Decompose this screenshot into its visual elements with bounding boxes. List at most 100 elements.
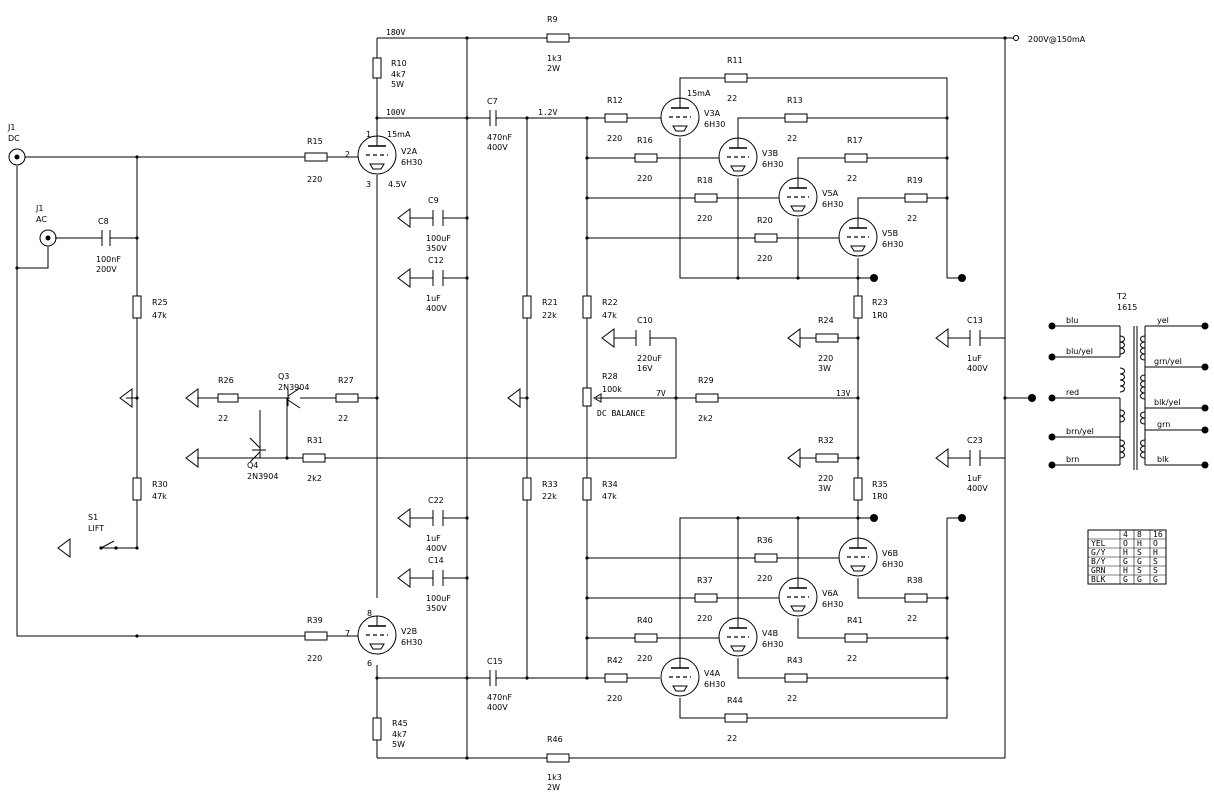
r32-value: 220 xyxy=(818,474,833,483)
r11-ref: R11 xyxy=(727,56,743,65)
tap-cell: S xyxy=(1153,557,1158,566)
r21-ref: R21 xyxy=(542,298,558,307)
c10-ref: C10 xyxy=(637,316,653,325)
c7-value: 470nF xyxy=(487,133,512,142)
r39-value: 220 xyxy=(307,654,322,663)
r30-ref: R30 xyxy=(152,480,168,489)
v2a-cathode-voltage: 4.5V xyxy=(388,180,407,189)
v4a-type: 6H30 xyxy=(704,680,725,689)
c14-value: 100uF xyxy=(426,594,451,603)
r9-value: 1k3 xyxy=(547,54,562,63)
tap-cell: G xyxy=(1137,575,1142,584)
v4b-type: 6H30 xyxy=(762,640,783,649)
r35-value: 1R0 xyxy=(872,492,888,501)
v2a-current: 15mA xyxy=(387,130,411,139)
r29-value: 2k2 xyxy=(698,414,713,423)
c9-ref: C9 xyxy=(428,196,439,205)
r11-value: 22 xyxy=(727,94,737,103)
r31-value: 2k2 xyxy=(307,474,322,483)
grid-1v2: 1.2V xyxy=(538,108,557,117)
c14-ref: C14 xyxy=(428,556,444,565)
v5b-type: 6H30 xyxy=(882,240,903,249)
t2-lead-red: red xyxy=(1066,388,1079,397)
q3-ref: Q3 xyxy=(278,372,289,381)
r38-ref: R38 xyxy=(907,576,923,585)
tubes: V2A6H30V2B6H30V3A6H30V3B6H30V5A6H30V5B6H… xyxy=(357,97,903,697)
r22-value: 47k xyxy=(602,311,617,320)
connectors xyxy=(8,35,1019,550)
t2-lead-grnyel: grn/yel xyxy=(1154,357,1182,366)
resistor-bodies xyxy=(132,33,928,763)
r24-ref: R24 xyxy=(818,316,834,325)
r46-value: 1k3 xyxy=(547,773,562,782)
tap-cell: 4 xyxy=(1123,530,1128,539)
q4-ref: Q4 xyxy=(247,461,258,470)
r41-value: 22 xyxy=(847,654,857,663)
v2b-ref: V2B xyxy=(401,627,417,636)
tap-cell: YEL xyxy=(1091,539,1106,548)
v6b-ref: V6B xyxy=(882,549,898,558)
v2b-pin6: 6 xyxy=(367,659,372,668)
r25-ref: R25 xyxy=(152,298,168,307)
c22-value: 1uF xyxy=(426,534,441,543)
r20-ref: R20 xyxy=(757,216,773,225)
t2-lead-blu: blu xyxy=(1066,316,1078,325)
r19-ref: R19 xyxy=(907,176,923,185)
v2a-pin3: 3 xyxy=(366,180,371,189)
r24-rating: 3W xyxy=(818,364,831,373)
q4-value: 2N3904 xyxy=(247,472,278,481)
c9-rating: 350V xyxy=(426,244,447,253)
v3b-type: 6H30 xyxy=(762,160,783,169)
r15-ref: R15 xyxy=(307,137,323,146)
capacitor-bodies xyxy=(101,110,981,686)
q3-value: 2N3904 xyxy=(278,383,309,392)
c8-value: 100nF xyxy=(96,255,121,264)
r9-ref: R9 xyxy=(547,15,558,24)
r46-rating: 2W xyxy=(547,783,560,792)
v6b-type: 6H30 xyxy=(882,560,903,569)
c14-rating: 350V xyxy=(426,604,447,613)
r16-value: 220 xyxy=(637,174,652,183)
c10-value: 220uF xyxy=(637,354,662,363)
tube-v3b: V3B 6H30 xyxy=(718,137,783,177)
c8-ref: C8 xyxy=(98,217,109,226)
r18-value: 220 xyxy=(697,214,712,223)
r29-ref: R29 xyxy=(698,376,714,385)
tap-cell: 8 xyxy=(1137,530,1142,539)
r28-value: 100k xyxy=(602,385,622,394)
c12-rating: 400V xyxy=(426,304,447,313)
j1-dc-ref: J1 xyxy=(7,123,15,132)
c13-ref: C13 xyxy=(967,316,983,325)
ground-symbols xyxy=(57,208,949,588)
node-13v: 13V xyxy=(836,389,851,398)
r17-ref: R17 xyxy=(847,136,863,145)
r19-value: 22 xyxy=(907,214,917,223)
r16-ref: R16 xyxy=(637,136,653,145)
tap-cell: BLK xyxy=(1091,575,1106,584)
tap-cell: H xyxy=(1123,566,1128,575)
v4a-ref: V4A xyxy=(704,669,721,678)
c22-ref: C22 xyxy=(428,496,444,505)
tap-cell: 16 xyxy=(1153,530,1163,539)
tap-cell: H xyxy=(1153,548,1158,557)
tap-cell: H xyxy=(1137,539,1142,548)
c13-value: 1uF xyxy=(967,354,982,363)
rail-100v: 100V xyxy=(386,108,405,117)
r12-ref: R12 xyxy=(607,96,623,105)
r28-ref: R28 xyxy=(602,372,618,381)
t2-lead-bluyel: blu/yel xyxy=(1066,347,1093,356)
t2-lead-grn: grn xyxy=(1157,420,1170,429)
tap-cell: B/Y xyxy=(1091,557,1106,566)
r17-value: 22 xyxy=(847,174,857,183)
tap-cell: O xyxy=(1153,539,1158,548)
c10-rating: 16V xyxy=(637,364,653,373)
j1-ac-ref: J1 xyxy=(35,204,43,213)
r31-ref: R31 xyxy=(307,436,323,445)
v3b-ref: V3B xyxy=(762,149,778,158)
supply-label: 200V@150mA xyxy=(1028,35,1086,44)
v2b-type: 6H30 xyxy=(401,638,422,647)
r33-ref: R33 xyxy=(542,480,558,489)
c9-value: 100uF xyxy=(426,234,451,243)
c15-value: 470nF xyxy=(487,693,512,702)
